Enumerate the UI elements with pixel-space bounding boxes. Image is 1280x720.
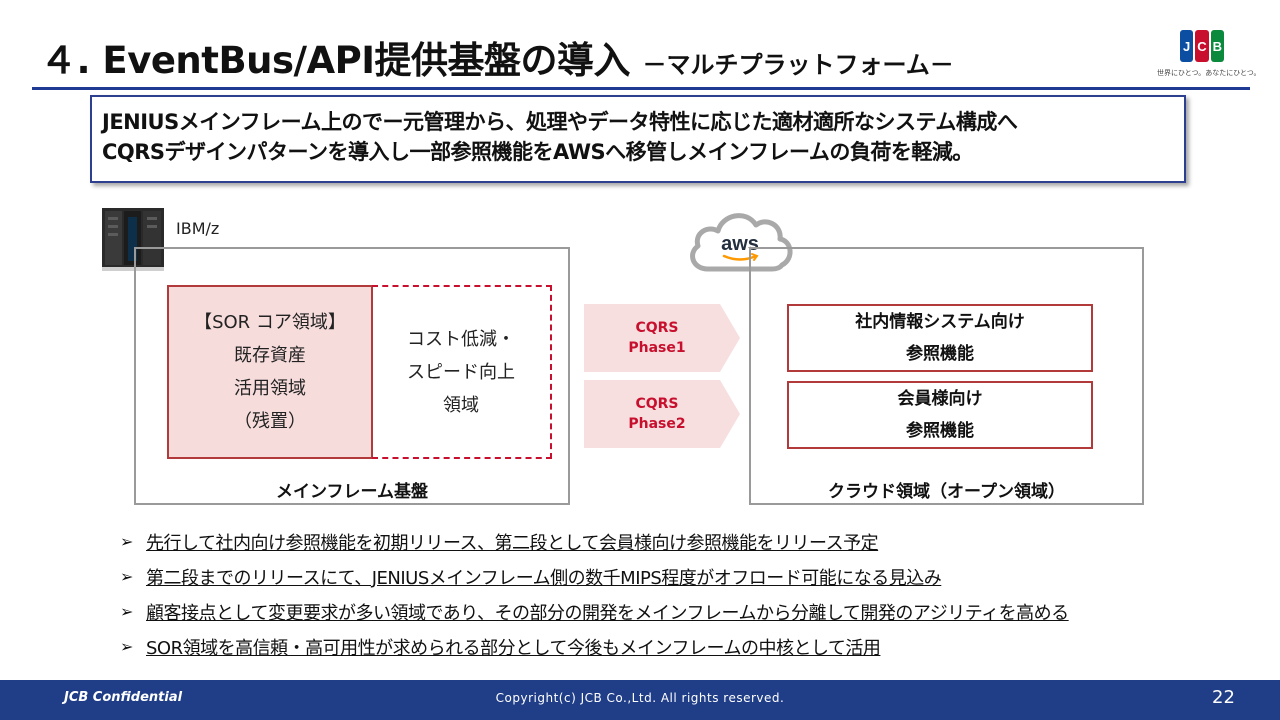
internal-reference-function: 社内情報システム向け 参照機能 [787,304,1093,372]
mainframe-server-icon [102,203,164,271]
logo-letter-b: B [1210,30,1224,62]
bullet-text: 顧客接点として変更要求が多い領域であり、その部分の開発をメインフレームから分離し… [146,602,1069,624]
cqrs-phase2-arrow: CQRS Phase2 [584,380,740,448]
bullet-text: 第二段までのリリースにて、JENIUSメインフレーム側の数千MIPS程度がオフロ… [146,567,942,589]
sor-line-4: （残置） [234,411,306,432]
arrow1-line-1: CQRS [635,320,679,336]
page-number: 22 [1212,687,1235,708]
bullet-item: ➢ SOR領域を高信頼・高可用性が求められる部分として今後もメインフレームの中核と… [120,629,1069,664]
title-subtitle: －マルチプラットフォーム－ [642,51,954,79]
member-reference-function: 会員様向け 参照機能 [787,381,1093,449]
cloud-area-box [749,247,1144,505]
cloud-caption: クラウド領域（オープン領域） [828,482,1065,502]
jcb-logo: J C B [1180,30,1224,62]
bullet-text: 先行して社内向け参照機能を初期リリース、第二段として会員様向け参照機能をリリース… [146,532,879,554]
key-message-box: JENIUSメインフレーム上のでー元管理から、処理やデータ特性に応じた適材適所な… [90,95,1186,183]
cost-speed-area: コスト低減・ スピード向上 領域 [372,285,552,459]
cost-line-1: コスト低減・ [407,328,515,350]
ref2-line-1: 会員様向け [897,389,983,409]
arrow1-line-2: Phase1 [628,340,686,356]
ref1-line-2: 参照機能 [906,344,974,364]
mainframe-platform-box [134,247,570,505]
bullet-item: ➢ 第二段までのリリースにて、JENIUSメインフレーム側の数千MIPS程度がオフ… [120,559,1069,594]
ref1-line-1: 社内情報システム向け [855,312,1025,332]
key-message-line-1: JENIUSメインフレーム上のでー元管理から、処理やデータ特性に応じた適材適所な… [102,110,1018,134]
logo-tagline: 世界にひとつ。あなたにひとつ。 [1157,69,1261,77]
mainframe-caption: メインフレーム基盤 [276,482,428,502]
title-main: ４. EventBus/API提供基盤の導入 [40,39,631,82]
bullet-list: ➢ 先行して社内向け参照機能を初期リリース、第二段として会員様向け参照機能をリリー… [120,524,1069,664]
sor-line-1: 【SOR コア領域】 [194,312,346,333]
title-divider [32,87,1250,90]
bullet-arrow-icon: ➢ [120,602,133,621]
footer-bar: JCB Confidential Copyright(c) JCB Co.,Lt… [0,680,1280,720]
server-label: IBM/z [176,219,220,238]
arrow2-line-2: Phase2 [628,416,686,432]
cost-line-2: スピード向上 [407,361,515,383]
confidential-label: JCB Confidential [64,690,183,705]
bullet-arrow-icon: ➢ [120,567,133,586]
sor-line-3: 活用領域 [234,378,306,399]
bullet-item: ➢ 先行して社内向け参照機能を初期リリース、第二段として会員様向け参照機能をリリー… [120,524,1069,559]
logo-letter-c: C [1195,30,1209,62]
ref2-line-2: 参照機能 [906,421,974,441]
sor-line-2: 既存資産 [234,345,306,366]
arrow2-line-1: CQRS [635,396,679,412]
bullet-arrow-icon: ➢ [120,532,133,551]
bullet-arrow-icon: ➢ [120,637,133,656]
key-message-line-2: CQRSデザインパターンを導入し一部参照機能をAWSへ移管しメインフレームの負荷… [102,140,973,164]
page-title: ４. EventBus/API提供基盤の導入 －マルチプラットフォーム－ [40,30,954,84]
bullet-item: ➢ 顧客接点として変更要求が多い領域であり、その部分の開発をメインフレームから分離… [120,594,1069,629]
bullet-text: SOR領域を高信頼・高可用性が求められる部分として今後もメインフレームの中核とし… [146,637,881,659]
sor-core-area: 【SOR コア領域】 既存資産 活用領域 （残置） [167,285,373,459]
cost-line-3: 領域 [443,394,479,416]
logo-letter-j: J [1180,30,1194,62]
cqrs-phase1-arrow: CQRS Phase1 [584,304,740,372]
copyright-text: Copyright(c) JCB Co.,Ltd. All rights res… [495,691,785,705]
